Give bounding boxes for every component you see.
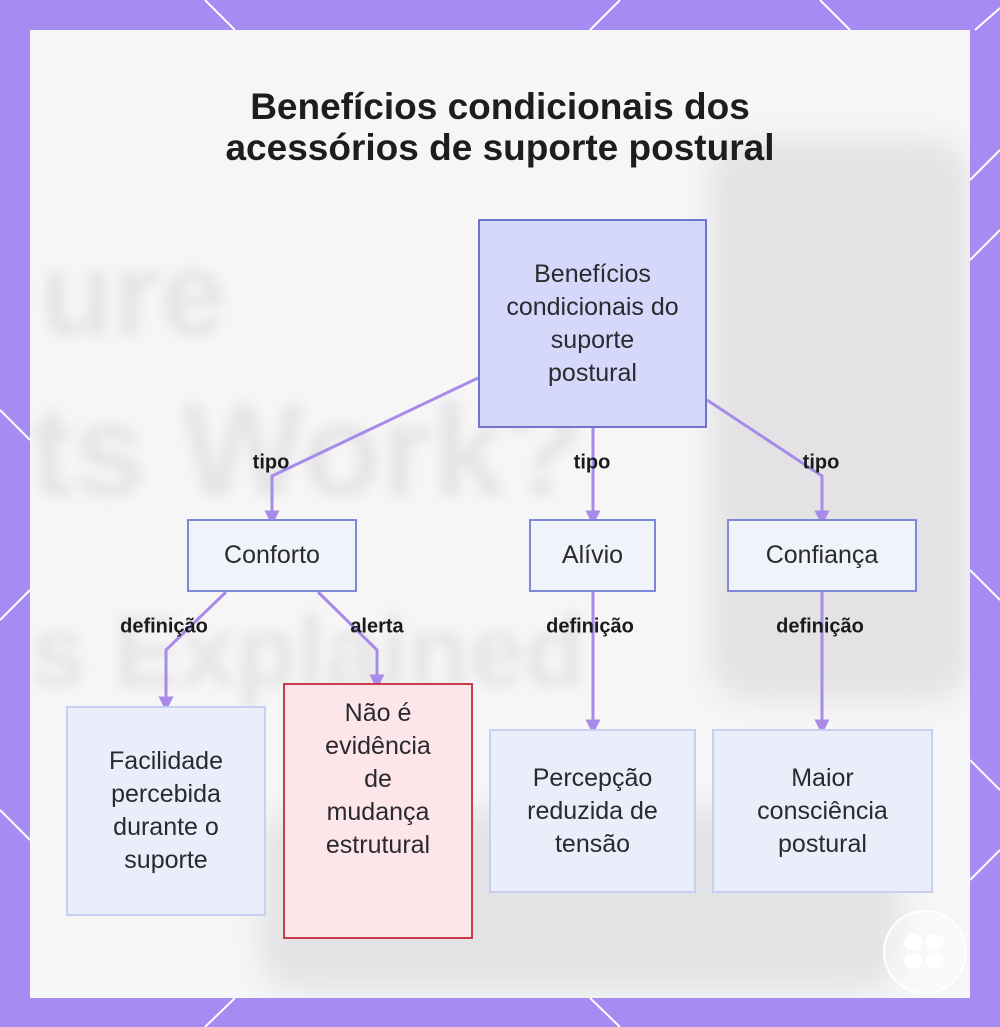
brain-icon xyxy=(883,910,967,994)
edge-label-tipo-alivio: tipo xyxy=(573,451,611,474)
title-line-2: acessórios de suporte postural xyxy=(225,127,775,168)
node-confianca: Confiança xyxy=(727,519,917,592)
page-title: Benefícios condicionais dos acessórios d… xyxy=(0,86,1000,168)
edge-conforto-nao-evidencia xyxy=(316,590,385,690)
node-percepcao: Percepção reduzida de tensão xyxy=(489,729,696,893)
node-root-beneficios: Benefícios condicionais do suporte postu… xyxy=(478,219,707,428)
title-line-1: Benefícios condicionais dos xyxy=(250,86,750,127)
edge-label-alerta: alerta xyxy=(350,615,404,638)
node-alivio: Alívio xyxy=(529,519,656,592)
background-blur-shape xyxy=(710,140,970,700)
edge-label-definicao-alivio: definição xyxy=(546,615,634,638)
edge-root-conforto xyxy=(264,376,479,526)
edge-conforto-facilidade xyxy=(158,590,228,712)
edge-label-definicao-conforto: definição xyxy=(120,615,208,638)
node-consciencia: Maior consciência postural xyxy=(712,729,933,893)
node-facilidade: Facilidade percebida durante o suporte xyxy=(66,706,266,916)
edge-root-confianca xyxy=(706,398,830,526)
node-conforto: Conforto xyxy=(187,519,357,592)
background-blur-text: ure xyxy=(40,227,227,361)
edge-label-tipo-confianca: tipo xyxy=(802,451,840,474)
node-nao-evidencia: Não é evidência de mudança estrutural xyxy=(283,683,473,939)
edge-label-tipo-conforto: tipo xyxy=(252,451,290,474)
edge-label-definicao-confianca: definição xyxy=(776,615,864,638)
